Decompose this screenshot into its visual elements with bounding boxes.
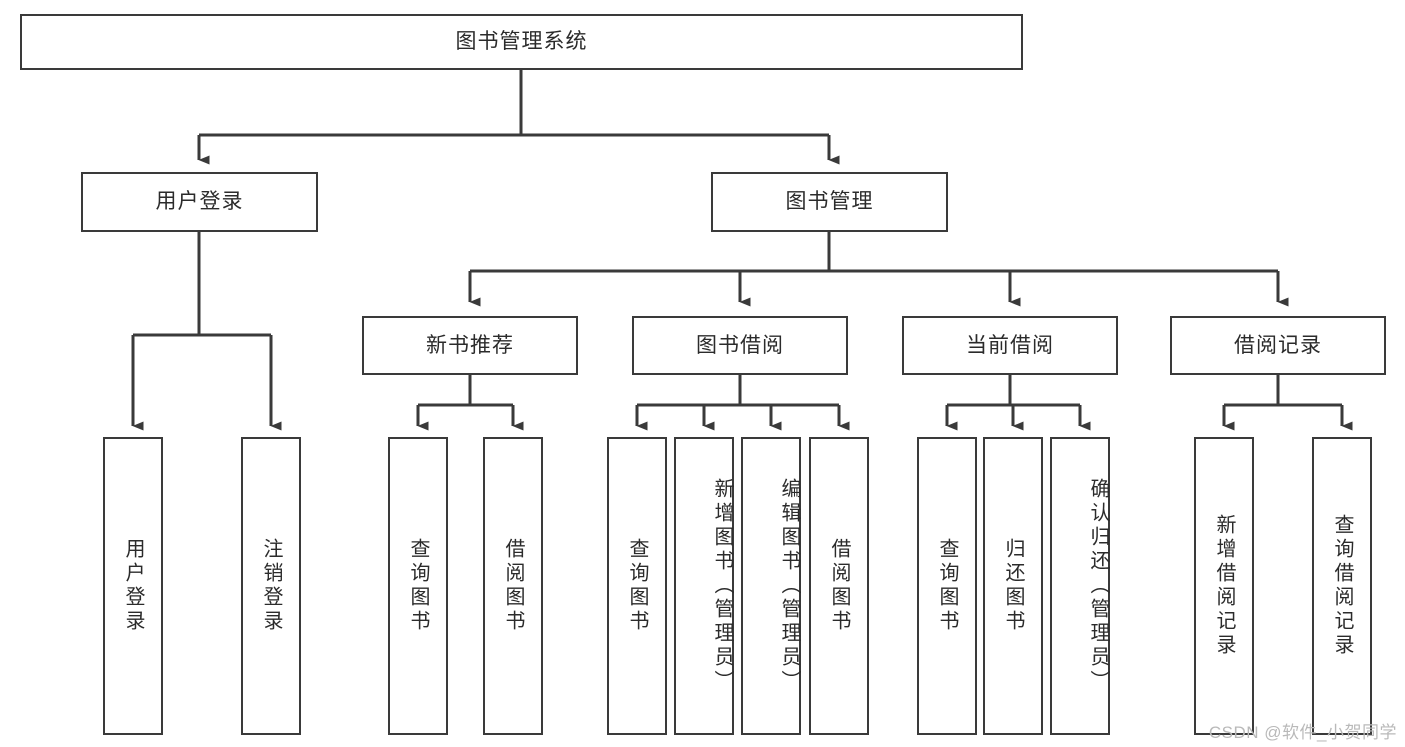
node-leaf-add-book-label: 新增图书（管理员） — [711, 478, 733, 694]
node-leaf-user-logout[interactable]: 注销登录 — [241, 437, 301, 735]
node-leaf-query-record[interactable]: 查询借阅记录 — [1312, 437, 1372, 735]
node-borrow-record-label: 借阅记录 — [1234, 333, 1322, 357]
node-leaf-query-book-3[interactable]: 查询图书 — [917, 437, 977, 735]
node-leaf-borrow-book-2[interactable]: 借阅图书 — [809, 437, 869, 735]
node-leaf-edit-book-label: 编辑图书（管理员） — [778, 478, 800, 694]
node-leaf-borrow-book-1[interactable]: 借阅图书 — [483, 437, 543, 735]
node-leaf-user-logout-label: 注销登录 — [260, 538, 282, 634]
node-leaf-edit-book[interactable]: 编辑图书（管理员） — [741, 437, 801, 735]
node-leaf-query-book-1[interactable]: 查询图书 — [388, 437, 448, 735]
node-leaf-query-book-2[interactable]: 查询图书 — [607, 437, 667, 735]
node-leaf-borrow-book-2-label: 借阅图书 — [828, 538, 850, 634]
node-leaf-query-book-1-label: 查询图书 — [407, 538, 429, 634]
node-root-label: 图书管理系统 — [455, 30, 588, 54]
node-current-borrow[interactable]: 当前借阅 — [902, 316, 1118, 375]
node-new-book-recommend-label: 新书推荐 — [426, 333, 514, 357]
node-leaf-query-book-2-label: 查询图书 — [626, 538, 648, 634]
node-borrow-record[interactable]: 借阅记录 — [1170, 316, 1386, 375]
node-leaf-query-book-3-label: 查询图书 — [936, 538, 958, 634]
node-leaf-add-record[interactable]: 新增借阅记录 — [1194, 437, 1254, 735]
node-book-borrow-label: 图书借阅 — [696, 333, 784, 357]
node-leaf-user-login[interactable]: 用户登录 — [103, 437, 163, 735]
node-new-book-recommend[interactable]: 新书推荐 — [362, 316, 578, 375]
node-leaf-return-book[interactable]: 归还图书 — [983, 437, 1043, 735]
node-leaf-confirm-return-label: 确认归还（管理员） — [1087, 478, 1109, 694]
node-user-login[interactable]: 用户登录 — [81, 172, 318, 232]
node-leaf-confirm-return[interactable]: 确认归还（管理员） — [1050, 437, 1110, 735]
watermark-text: CSDN @软件_小贺同学 — [1208, 723, 1397, 742]
node-user-login-label: 用户登录 — [155, 190, 244, 214]
node-leaf-add-book[interactable]: 新增图书（管理员） — [674, 437, 734, 735]
node-book-borrow[interactable]: 图书借阅 — [632, 316, 848, 375]
node-book-manage-label: 图书管理 — [785, 190, 874, 214]
node-current-borrow-label: 当前借阅 — [966, 333, 1054, 357]
node-leaf-user-login-label: 用户登录 — [122, 538, 144, 634]
node-root[interactable]: 图书管理系统 — [20, 14, 1023, 70]
node-leaf-query-record-label: 查询借阅记录 — [1331, 514, 1353, 658]
node-leaf-add-record-label: 新增借阅记录 — [1213, 514, 1235, 658]
node-leaf-borrow-book-1-label: 借阅图书 — [502, 538, 524, 634]
node-leaf-return-book-label: 归还图书 — [1002, 538, 1024, 634]
node-book-manage[interactable]: 图书管理 — [711, 172, 948, 232]
